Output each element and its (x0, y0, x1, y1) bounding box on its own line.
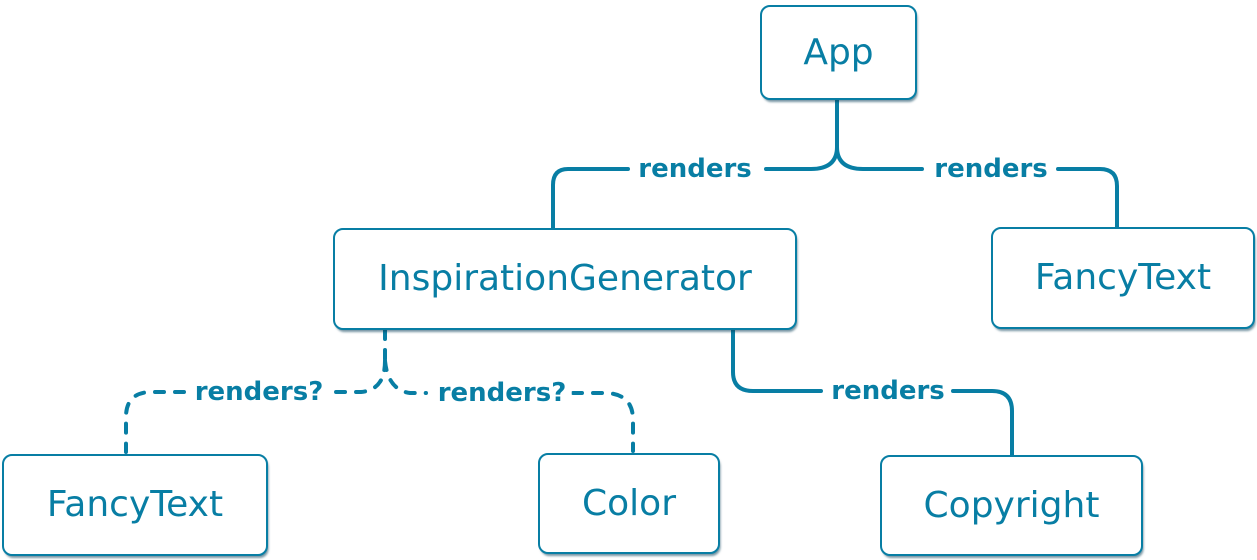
node-color: Color (538, 453, 720, 554)
node-color-label: Color (582, 482, 676, 524)
edge-app-to-inspiration-generator-line-2 (551, 167, 630, 232)
node-copyright-label: Copyright (923, 484, 1100, 526)
node-app: App (760, 5, 917, 100)
node-inspiration-generator-label: InspirationGenerator (378, 258, 752, 299)
node-fancy-text-bottom: FancyText (2, 454, 268, 556)
node-fancy-text-top-label: FancyText (1034, 257, 1212, 298)
node-inspiration-generator: InspirationGenerator (333, 228, 797, 330)
node-fancy-text-bottom-label: FancyText (46, 484, 224, 525)
edge-inspiration-generator-to-copyright-line-2 (951, 389, 1014, 459)
edge-label-inspiration-generator-fancy-text: renders? (189, 378, 329, 406)
node-fancy-text-top: FancyText (991, 227, 1255, 329)
edge-inspiration-generator-to-fancy-text-bottom-line-2 (124, 390, 186, 454)
edge-app-to-inspiration-generator-line-1 (764, 145, 839, 171)
edge-app-to-fancy-text-top-line-2 (1056, 167, 1119, 231)
node-copyright: Copyright (880, 455, 1143, 556)
edge-inspiration-generator-to-fancy-text-bottom-line-1 (334, 359, 387, 394)
edge-inspiration-generator-to-copyright-line-1 (731, 328, 823, 393)
edge-label-inspiration-generator-color: renders? (432, 379, 572, 407)
node-app-label: App (803, 31, 874, 73)
edge-inspiration-generator-to-color-line-2 (571, 391, 635, 453)
edge-label-inspiration-generator-copyright: renders (826, 377, 950, 405)
edge-app-to-fancy-text-top-line-1 (835, 145, 924, 171)
edge-label-app-fancy-text: renders (929, 155, 1053, 183)
edge-label-app-inspiration-generator: renders (633, 155, 757, 183)
edge-inspiration-generator-to-color-line-1 (383, 359, 428, 395)
